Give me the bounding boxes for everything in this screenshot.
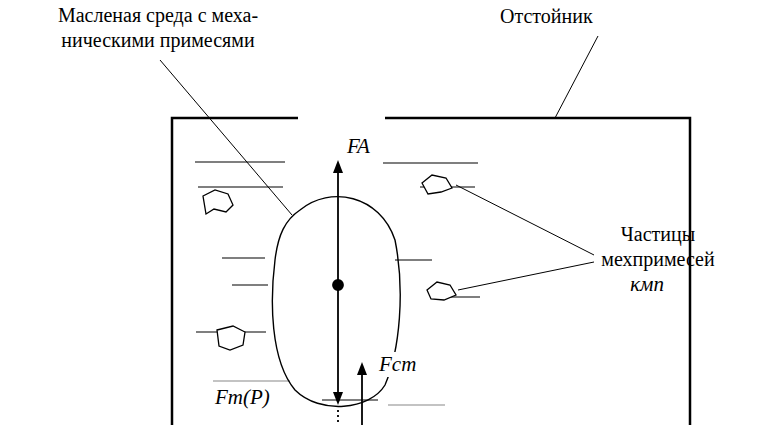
tank-label: Отстойник [500, 4, 593, 29]
leader-lines [160, 36, 598, 290]
force-arrows [333, 160, 367, 425]
oil-level-lines [195, 162, 480, 405]
force-label: FA [347, 134, 370, 159]
force-label: Fm(P) [213, 385, 272, 410]
force-label: Fст [377, 352, 418, 377]
medium-label: Масленая среда с меха- ническими примеся… [38, 3, 278, 53]
tank-wall-left [172, 118, 298, 425]
symbol-label: κмп [630, 272, 664, 297]
tank-wall-right [385, 118, 690, 425]
impurity-particles [203, 175, 456, 350]
particles-label: Частицы мехпримесей [583, 222, 733, 272]
